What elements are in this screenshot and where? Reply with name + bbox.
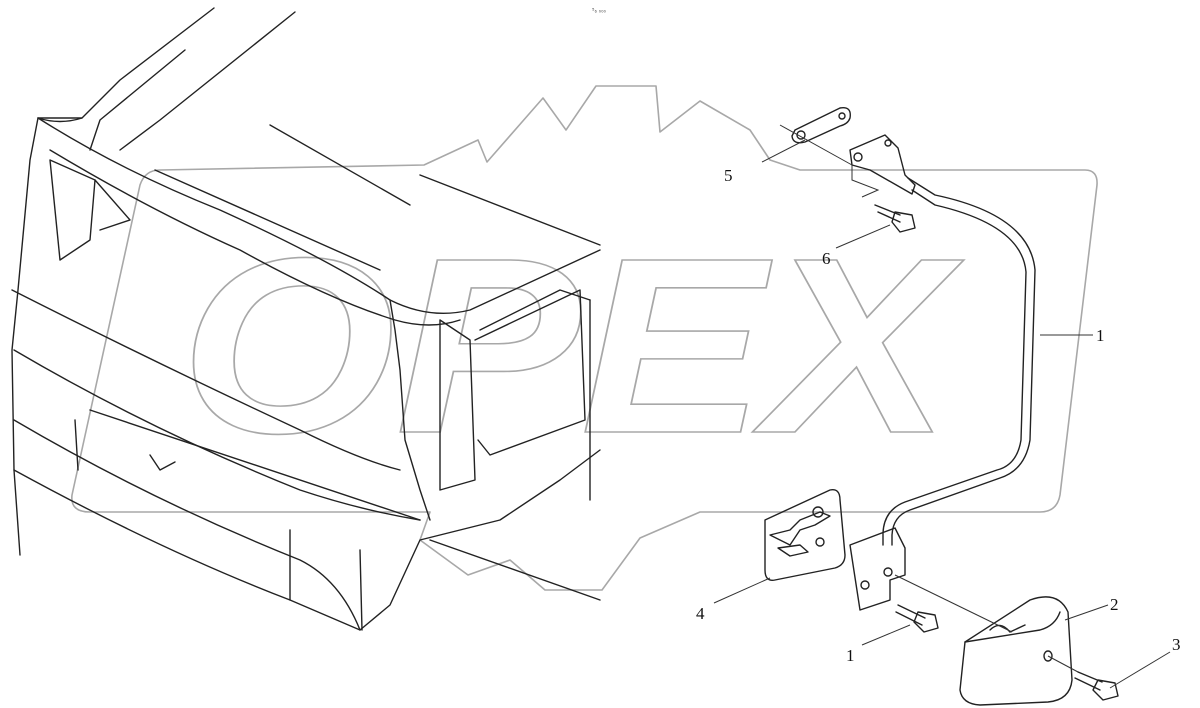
label-5: 5 bbox=[724, 166, 733, 185]
assembly-lines bbox=[779, 124, 1079, 673]
part-4-plate bbox=[764, 489, 846, 581]
callouts: 5 6 1 4 1 2 3 bbox=[696, 166, 1181, 665]
part-3-bolt bbox=[1074, 671, 1119, 701]
part-1-rod bbox=[849, 134, 1036, 611]
watermark-text: OPEX bbox=[180, 206, 965, 485]
label-6: 6 bbox=[822, 249, 831, 268]
label-2: 2 bbox=[1110, 595, 1119, 614]
watermark-gear bbox=[71, 85, 1098, 591]
part-2-block bbox=[959, 596, 1073, 706]
reference-code: ⁵₆ ₀₀₀ bbox=[592, 7, 607, 14]
leader-lines bbox=[713, 139, 1171, 689]
part-1-bolt bbox=[895, 604, 939, 633]
part-5-link bbox=[791, 107, 851, 144]
watermark: OPEX bbox=[71, 85, 1098, 591]
label-1-bolt: 1 bbox=[846, 646, 855, 665]
label-4: 4 bbox=[696, 604, 705, 623]
truck-cab bbox=[11, 7, 601, 631]
part-6-bolt bbox=[874, 204, 916, 233]
label-3: 3 bbox=[1172, 635, 1181, 654]
label-1-rod: 1 bbox=[1096, 326, 1105, 345]
